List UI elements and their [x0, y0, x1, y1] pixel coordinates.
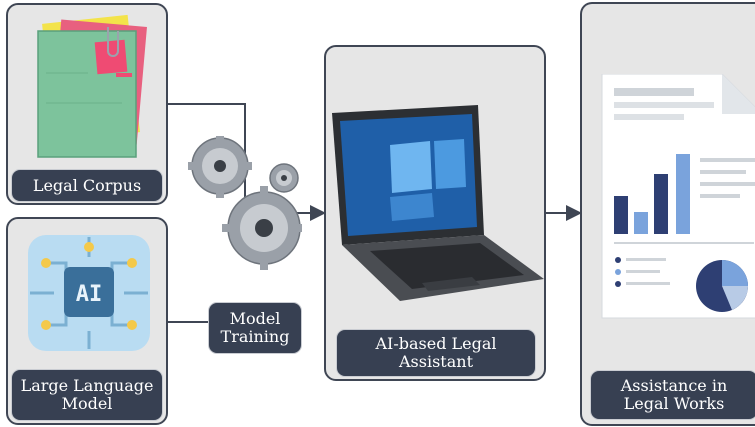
model-training-label: Model Training: [208, 302, 302, 354]
legal-corpus-label: Legal Corpus: [11, 169, 163, 202]
ai-chip-icon: AI: [28, 235, 150, 351]
gears-icon: [188, 136, 302, 270]
report-document-icon: [601, 74, 755, 319]
legal-corpus-panel: Legal Corpus: [6, 3, 168, 205]
assistance-legal-works-label: Assistance in Legal Works: [590, 370, 755, 420]
assistance-legal-works-panel: Assistance in Legal Works: [580, 2, 755, 426]
ai-chip-label: AI: [76, 282, 103, 307]
laptop-icon: [332, 105, 544, 301]
folder-with-papers-icon: [37, 14, 147, 158]
ai-legal-assistant-label: AI-based Legal Assistant: [336, 329, 536, 377]
ai-legal-assistant-panel: AI-based Legal Assistant: [324, 45, 546, 381]
large-language-model-label: Large Language Model: [11, 369, 163, 421]
large-language-model-panel: AI Large Language Model: [6, 217, 168, 425]
